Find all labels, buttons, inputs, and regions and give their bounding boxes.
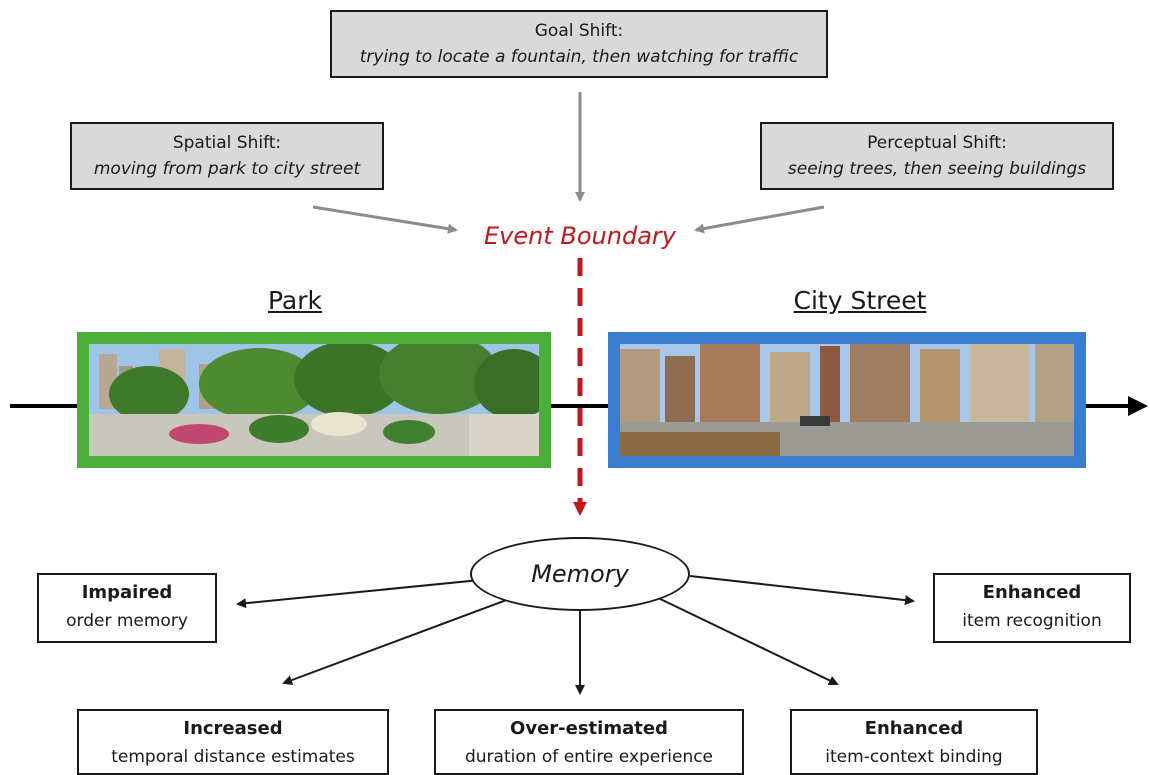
city-street-label: City Street — [793, 286, 927, 315]
arrow-increased — [282, 594, 521, 685]
park-label: Park — [267, 286, 323, 315]
enhanced-item-recognition-box: Enhanced item recognition — [933, 573, 1131, 643]
enhanced-binding-head: Enhanced — [864, 718, 964, 739]
enhanced-binding-sub: item-context binding — [825, 747, 1003, 767]
impaired-sub: order memory — [66, 611, 188, 631]
perceptual-shift-box: Perceptual Shift: seeing trees, then see… — [760, 122, 1114, 190]
event-boundary-label: Event Boundary — [484, 222, 676, 250]
memory-node: Memory — [470, 537, 690, 611]
arrow-impaired — [236, 578, 491, 609]
city-scene-illustration — [620, 344, 1074, 456]
goal-shift-desc: trying to locate a fountain, then watchi… — [359, 47, 799, 67]
perceptual-arrow — [694, 205, 825, 234]
perceptual-shift-title: Perceptual Shift: — [867, 133, 1007, 153]
perceptual-shift-desc: seeing trees, then seeing buildings — [787, 159, 1087, 179]
enhanced-item-context-binding-box: Enhanced item-context binding — [790, 709, 1038, 775]
goal-shift-box: Goal Shift: trying to locate a fountain,… — [330, 10, 828, 78]
overestimated-head: Over-estimated — [510, 718, 668, 739]
city-street-scene-image — [608, 332, 1086, 468]
impaired-order-memory-box: Impaired order memory — [37, 573, 217, 643]
impaired-head: Impaired — [81, 582, 173, 603]
enhanced-recognition-head: Enhanced — [982, 582, 1082, 603]
increased-temporal-distance-box: Increased temporal distance estimates — [77, 709, 389, 775]
arrow-enhanced-binding — [651, 594, 839, 686]
increased-sub: temporal distance estimates — [111, 747, 355, 767]
spatial-shift-box: Spatial Shift: moving from park to city … — [70, 122, 384, 190]
overestimated-duration-box: Over-estimated duration of entire experi… — [434, 709, 744, 775]
goal-shift-title: Goal Shift: — [534, 21, 624, 41]
spatial-arrow — [312, 205, 458, 234]
park-scene-image — [77, 332, 551, 468]
spatial-shift-title: Spatial Shift: — [172, 133, 282, 153]
park-scene-illustration — [89, 344, 539, 456]
increased-head: Increased — [183, 718, 283, 739]
arrow-enhanced-recognition — [689, 575, 915, 606]
spatial-shift-desc: moving from park to city street — [93, 159, 361, 179]
overestimated-sub: duration of entire experience — [464, 747, 714, 767]
enhanced-recognition-sub: item recognition — [962, 611, 1102, 631]
